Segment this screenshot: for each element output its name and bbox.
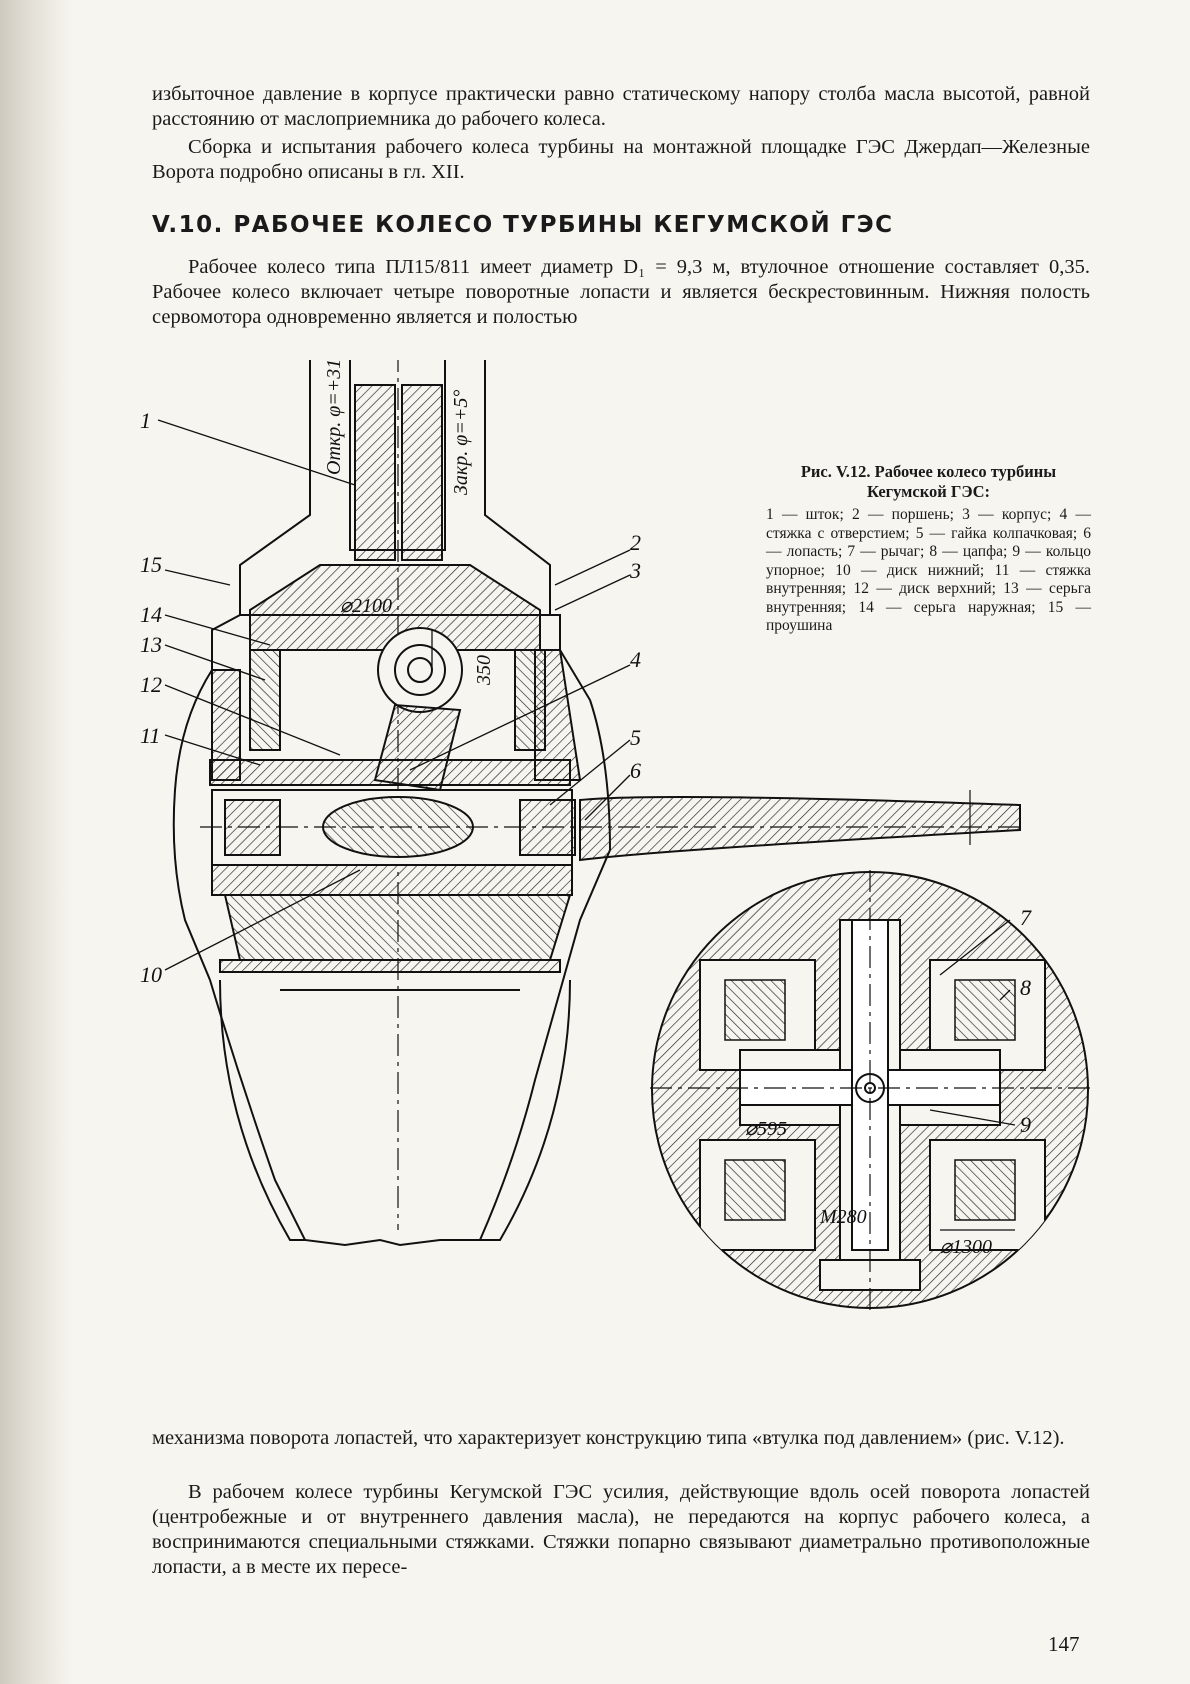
page-number: 147 [1048,1632,1080,1656]
callout-9: 9 [1020,1112,1031,1137]
runner-drawing: Откр. φ=+31° Закр. φ=+5° ⌀2100 350 ⌀595 … [140,360,1090,1310]
dim-label-595: ⌀595 [745,1118,787,1140]
callout-1: 1 [140,408,151,433]
callout-7: 7 [1020,905,1032,930]
dim-label-350: 350 [473,655,495,686]
callout-5: 5 [630,725,641,750]
figure-caption-legend: 1 — шток; 2 — поршень; 3 — корпус; 4 — с… [766,506,1091,634]
scan-shadow-edge [0,0,72,1684]
callout-12: 12 [140,672,162,697]
paragraph-intro: избыточное давление в корпусе практическ… [152,83,1090,130]
closed-angle-label: Закр. φ=+5° [450,390,472,495]
open-angle-label: Откр. φ=+31° [323,360,345,475]
callout-15: 15 [140,552,162,577]
callout-10: 10 [140,962,162,987]
runner-cross-section [650,870,1090,1310]
dim-label-2100: ⌀2100 [340,595,392,617]
paragraph-assembly-note: Сборка и испытания рабочего колеса турби… [152,136,1090,183]
callout-8: 8 [1020,975,1031,1000]
callout-13: 13 [140,632,162,657]
paragraph-forces: В рабочем колесе турбины Кегумской ГЭС у… [152,1481,1090,1578]
runner-longitudinal-section [172,360,1021,1247]
callout-3: 3 [629,558,641,583]
callout-11: 11 [140,723,160,748]
callout-4: 4 [630,647,641,672]
leader-lines [157,419,1016,1231]
callout-2: 2 [630,530,641,555]
callout-14: 14 [140,602,162,627]
section-heading: V.10. РАБОЧЕЕ КОЛЕСО ТУРБИНЫ КЕГУМСКОЙ Г… [152,212,894,238]
dim-label-m280: M280 [819,1206,867,1228]
paragraph-hub-type: механизма поворота лопастей, что характе… [152,1427,1065,1449]
figure-caption-title: Рис. V.12. Рабочее колесо турбины Кегумс… [800,462,1057,501]
dim-label-1300: ⌀1300 [940,1236,992,1258]
figure-caption: Рис. V.12. Рабочее колесо турбины Кегумс… [766,462,1091,636]
paragraph-runner-description: Рабочее колесо типа ПЛ15/811 имеет диаме… [152,256,1090,328]
callout-6: 6 [630,758,641,783]
